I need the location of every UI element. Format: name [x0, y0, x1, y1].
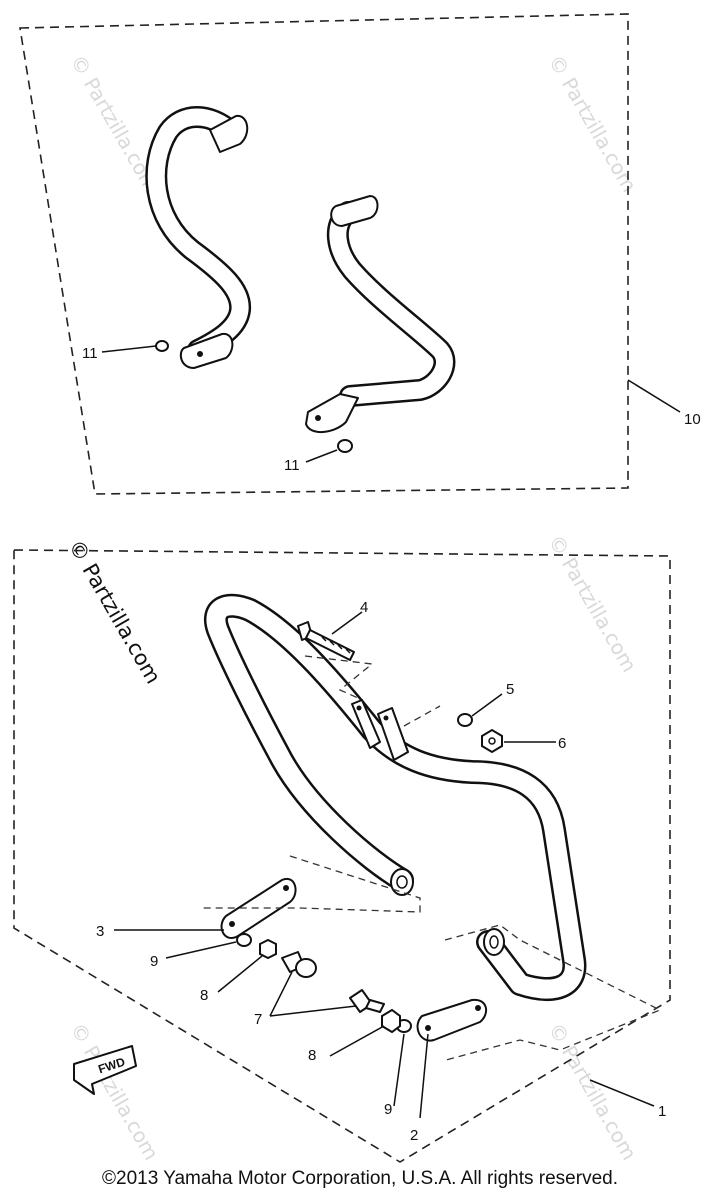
stay-bracket-part-2	[416, 998, 488, 1042]
watermark-main: © Partzilla.com	[64, 536, 166, 688]
watermark: © Partzilla.com	[544, 1019, 642, 1165]
callout-leaders-top	[101, 345, 681, 463]
watermark: © Partzilla.com	[544, 531, 642, 677]
assembly-frame-bottom	[13, 549, 671, 1163]
fwd-arrow: FWD	[73, 1045, 137, 1095]
engine-guard-main	[204, 593, 587, 1002]
callout-11: 11	[82, 345, 98, 362]
callout-4: 4	[360, 599, 368, 616]
callout-3: 3	[96, 923, 104, 940]
callout-8: 8	[200, 987, 208, 1004]
callout-2: 2	[410, 1127, 418, 1144]
callout-9: 9	[150, 953, 158, 970]
callout-5: 5	[506, 681, 514, 698]
callout-1: 1	[658, 1103, 666, 1120]
guard-bar-left	[145, 106, 252, 369]
subgroup-frames	[200, 655, 662, 1061]
callout-10: 10	[684, 411, 701, 428]
bolt-part-4	[297, 621, 355, 661]
nut-part-6	[481, 728, 503, 754]
callout-9: 9	[384, 1101, 392, 1118]
bolt-part-7	[281, 951, 385, 1013]
washer-part-9	[236, 933, 412, 1033]
callout-7: 7	[254, 1011, 262, 1028]
washer-part-5	[457, 713, 473, 727]
watermark: © Partzilla.com	[544, 51, 642, 197]
nut-part-8	[259, 938, 401, 1034]
kit-frame-top	[19, 13, 629, 495]
copyright-notice: ©2013 Yamaha Motor Corporation, U.S.A. A…	[102, 1168, 618, 1189]
guard-bar-right	[305, 195, 456, 433]
watermark: © Partzilla.com	[66, 1019, 164, 1165]
callout-8: 8	[308, 1047, 316, 1064]
washer-part-11	[155, 340, 353, 453]
callout-leaders-bottom	[114, 611, 655, 1119]
callout-11: 11	[284, 457, 300, 474]
callout-6: 6	[558, 735, 566, 752]
